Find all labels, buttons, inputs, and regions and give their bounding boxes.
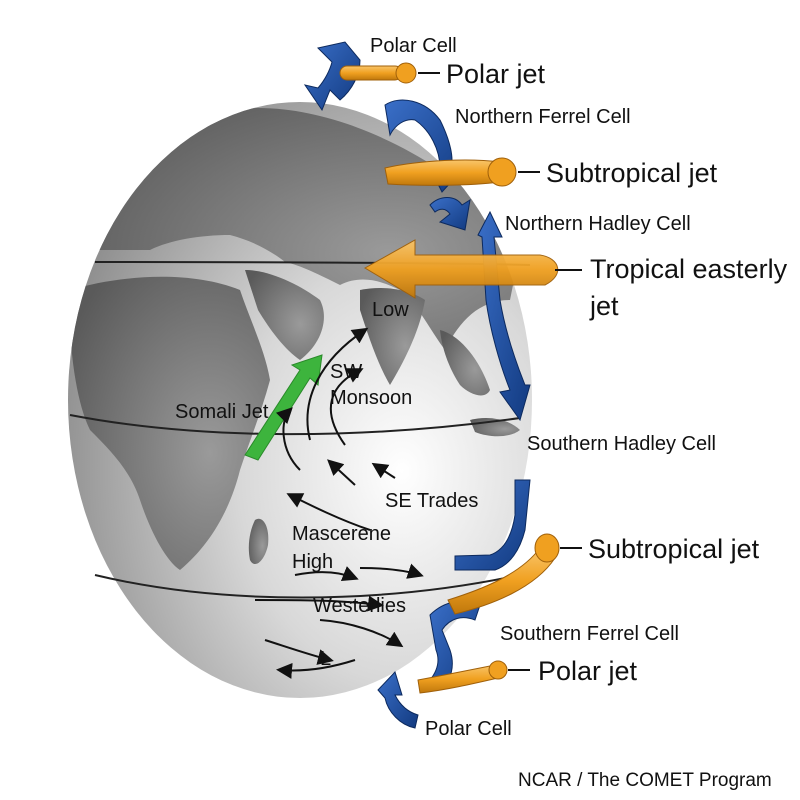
westerly-arrow-1 — [294, 566, 359, 581]
westerly-arrow-4 — [319, 619, 404, 648]
tropical-easterly-jet-label-line1: Tropical easterly — [590, 254, 788, 284]
north-hadley-cell-label: Northern Hadley Cell — [505, 213, 691, 235]
westerly-arrow-6 — [276, 659, 356, 679]
north-ferrel-cell-label: Northern Ferrel Cell — [455, 106, 631, 128]
sw-monsoon-label-line2: Monsoon — [330, 387, 412, 409]
india-landmass — [360, 288, 425, 385]
southeast-asia-landmass — [440, 330, 490, 396]
madagascar-landmass — [248, 518, 269, 565]
westerly-arrow-2 — [359, 563, 424, 579]
somali-jet-label: Somali Jet — [175, 401, 269, 423]
south-hadley-cell-arrow — [454, 479, 531, 571]
south-polar-cell-label: Polar Cell — [425, 718, 512, 740]
mascerene-high-label-line2: High — [292, 551, 333, 573]
cell-labels: Polar Cell Northern Ferrel Cell Northern… — [370, 35, 716, 740]
low-label: Low — [372, 299, 409, 321]
monsoon-arrow-2 — [329, 368, 364, 446]
north-hadley-cell-arrow-down — [429, 197, 471, 231]
north-polar-cell-label: Polar Cell — [370, 35, 457, 57]
monsoon-arrow-3 — [275, 407, 301, 471]
north-polar-jet — [339, 62, 440, 84]
westerly-arrow-3 — [254, 595, 384, 612]
trade-arrow-3 — [286, 493, 371, 531]
westerlies-label: Westerlies — [313, 595, 406, 617]
jet-labels: Polar jet Subtropical jet Tropical easte… — [446, 59, 788, 686]
south-polar-cell-arrow — [377, 671, 419, 729]
south-ferrel-cell-label: Southern Ferrel Cell — [500, 623, 679, 645]
monsoon-arrow-1 — [306, 327, 369, 441]
map-labels: Low SW Monsoon Somali Jet SE Trades Masc… — [175, 299, 478, 670]
north-subtropical-jet — [384, 157, 540, 187]
latitude-line-tropic-south — [94, 574, 521, 599]
westerly-arrow-5 — [264, 639, 334, 665]
credit-label: NCAR / The COMET Program — [518, 770, 772, 791]
tropical-easterly-jet-label-line2: jet — [589, 291, 619, 321]
south-polar-jet — [417, 660, 530, 694]
surface-flow-arrows — [254, 327, 424, 679]
south-subtropical-jet-label: Subtropical jet — [588, 534, 760, 564]
south-hadley-cell-label: Southern Hadley Cell — [527, 433, 716, 455]
sw-monsoon-label-line1: SW — [330, 361, 362, 383]
se-trades-label: SE Trades — [385, 490, 478, 512]
tropical-easterly-jet — [364, 239, 582, 299]
north-subtropical-jet-label: Subtropical jet — [546, 158, 718, 188]
low-pressure-symbol: L — [320, 648, 331, 670]
trade-arrow-1 — [327, 459, 356, 486]
africa-landmass — [69, 276, 270, 570]
trade-arrow-2 — [371, 462, 396, 479]
south-polar-jet-label: Polar jet — [538, 656, 638, 686]
north-polar-jet-label: Polar jet — [446, 59, 546, 89]
mascerene-high-label-line1: Mascerene — [292, 523, 391, 545]
arabia-landmass — [245, 270, 324, 360]
south-subtropical-jet — [447, 533, 582, 615]
